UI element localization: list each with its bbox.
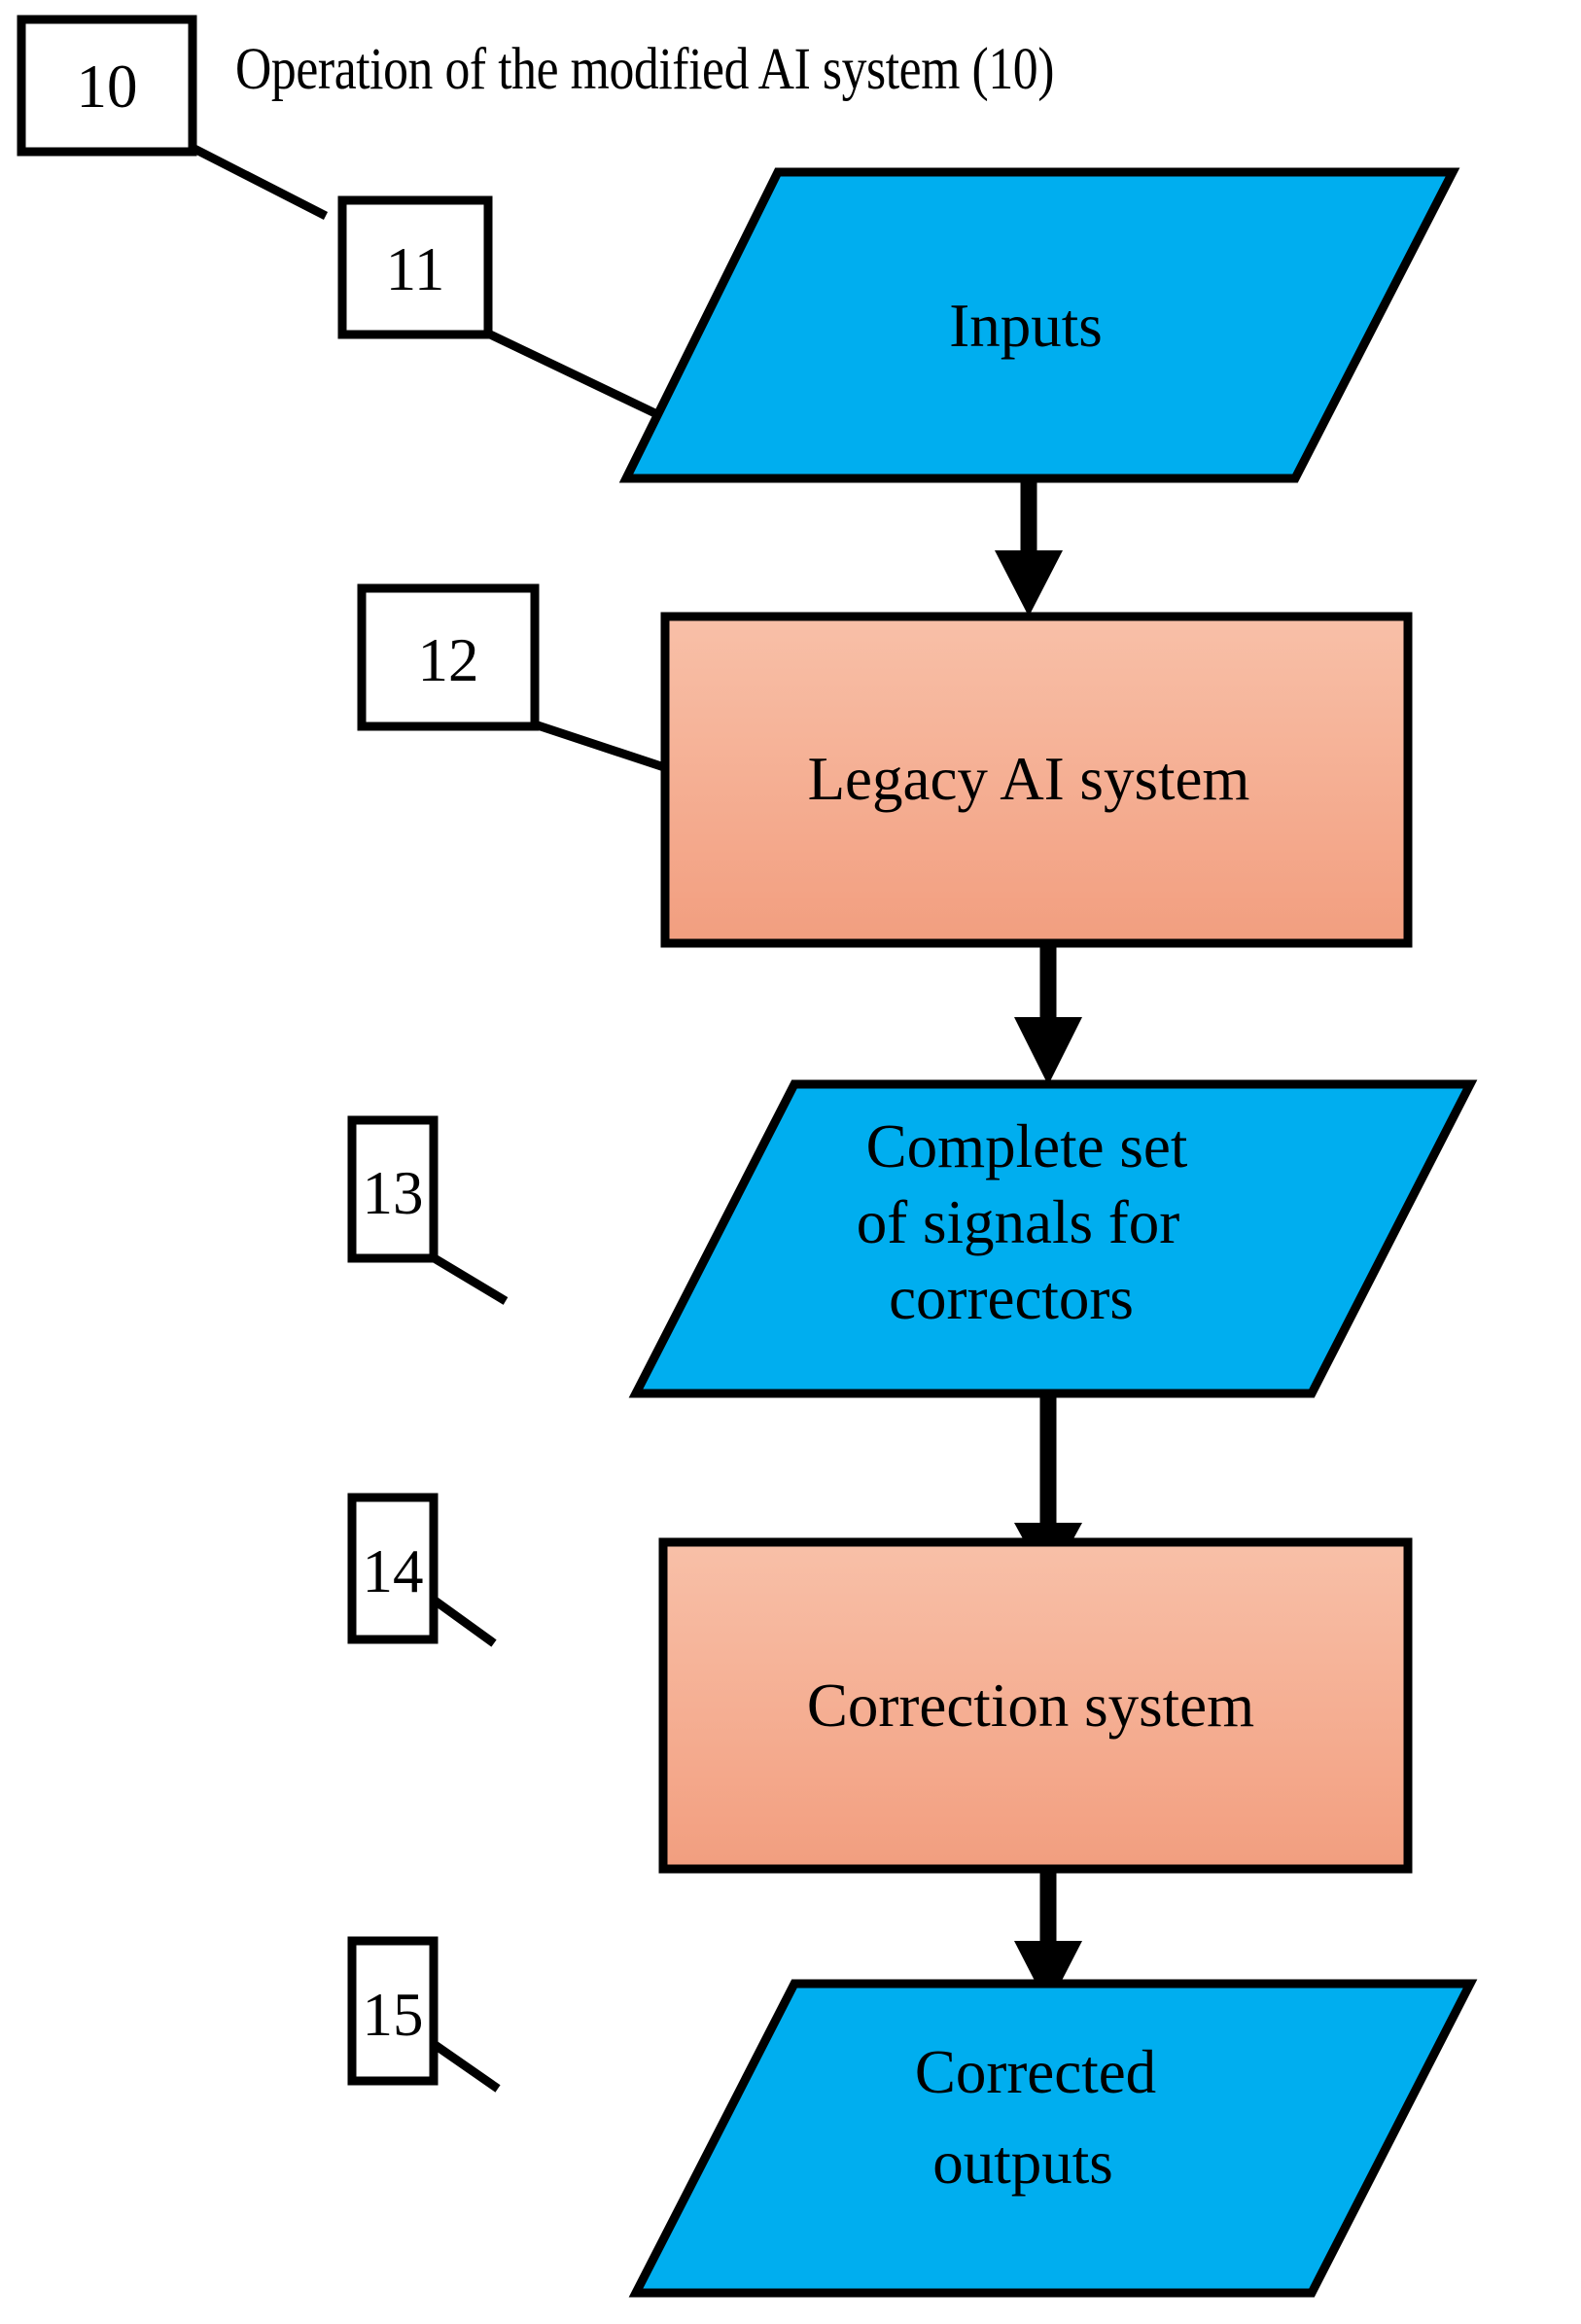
flow-edge-2-arrowhead	[1014, 1017, 1082, 1085]
node-legacy-ai-system[interactable]: Legacy AI system	[660, 612, 1413, 948]
leader-line-11	[484, 328, 663, 421]
flow-edge-4	[1014, 1869, 1082, 2007]
complete-set-of-signals-shape[interactable]	[628, 1079, 1478, 1398]
corrected-outputs-line-1: Corrected	[915, 2038, 1156, 2106]
reference-box-15	[347, 1936, 439, 2086]
correction-system-label: Correction system	[807, 1672, 1254, 1740]
inputs-shape[interactable]	[618, 167, 1460, 483]
correction-system-shape[interactable]	[658, 1537, 1413, 1874]
reference-callout-13: 13	[347, 1115, 509, 1305]
leader-line-15	[428, 2038, 501, 2093]
flow-edge-2	[1014, 943, 1082, 1085]
corrected-outputs-shape[interactable]	[628, 1979, 1478, 2298]
reference-box-12	[357, 583, 540, 731]
reference-callout-14: 14	[347, 1493, 497, 1647]
reference-box-13	[347, 1115, 439, 1263]
flow-edge-1-arrowhead	[995, 550, 1063, 616]
reference-box-14	[347, 1493, 439, 1644]
leader-line-14	[428, 1594, 497, 1647]
complete-set-of-signals-line-1: Complete set	[866, 1112, 1188, 1180]
node-inputs[interactable]: Inputs	[618, 167, 1460, 483]
flow-edge-4-arrowhead	[1014, 1941, 1082, 2007]
leader-line-10	[190, 143, 329, 221]
reference-box-10	[17, 15, 197, 157]
leader-line-12	[533, 720, 669, 773]
reference-box-11	[337, 195, 493, 339]
reference-number-10: 10	[77, 53, 138, 121]
reference-number-13: 13	[363, 1159, 424, 1227]
inputs-label: Inputs	[949, 292, 1103, 360]
complete-set-of-signals-line-2: of signals for	[857, 1188, 1179, 1256]
legacy-ai-system-shape[interactable]	[660, 612, 1413, 948]
reference-number-12: 12	[418, 626, 479, 694]
node-corrected-outputs[interactable]: Corrected outputs	[628, 1979, 1478, 2298]
figure-title: Operation of the modified AI system (10)	[235, 37, 1054, 102]
complete-set-of-signals-line-3: correctors	[889, 1264, 1134, 1332]
reference-number-14: 14	[363, 1537, 424, 1605]
reference-number-11: 11	[386, 235, 445, 303]
leader-line-13	[430, 1253, 509, 1305]
flow-edge-1	[995, 478, 1063, 616]
node-correction-system[interactable]: Correction system	[658, 1537, 1413, 1874]
reference-callout-12: 12	[357, 583, 669, 773]
corrected-outputs-line-2: outputs	[932, 2129, 1113, 2197]
reference-callout-11: 11	[337, 195, 663, 421]
node-complete-set-of-signals[interactable]: Complete set of signals for correctors	[628, 1079, 1478, 1398]
reference-callout-15: 15	[347, 1936, 501, 2093]
reference-callout-10: 10	[17, 15, 329, 221]
legacy-ai-system-label: Legacy AI system	[808, 745, 1250, 813]
reference-number-15: 15	[363, 1981, 424, 2049]
